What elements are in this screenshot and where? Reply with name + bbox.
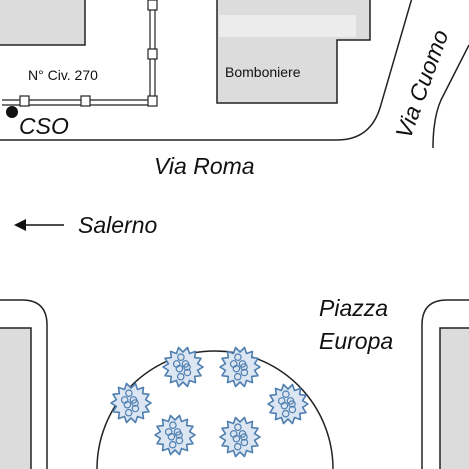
building-bomboniere-highlight bbox=[219, 15, 356, 37]
piazza-label-line1: Piazza bbox=[319, 295, 388, 321]
salerno-label: Salerno bbox=[78, 212, 157, 238]
tree-icon bbox=[162, 346, 204, 388]
bomboniere-label: Bomboniere bbox=[225, 64, 301, 80]
building-bottom-left bbox=[0, 327, 32, 469]
tree-icon bbox=[267, 383, 309, 425]
piazza-label-line2: Europa bbox=[319, 328, 393, 354]
building-top-left bbox=[0, 0, 86, 46]
via-roma-north-curb bbox=[0, 0, 413, 141]
tree-icon bbox=[110, 382, 152, 424]
building-bottom-right bbox=[439, 327, 469, 469]
arrow-left-icon bbox=[14, 219, 64, 231]
civic-number-label: N° Civ. 270 bbox=[28, 67, 98, 83]
tree-icon bbox=[219, 416, 261, 458]
sidewalk-south-right bbox=[421, 299, 469, 469]
cso-label: CSO bbox=[19, 113, 69, 139]
via-cuomo-east-curb bbox=[432, 44, 469, 149]
tree-icon bbox=[154, 414, 196, 456]
piazza-europa-circle bbox=[96, 350, 334, 469]
tree-icon bbox=[219, 346, 261, 388]
property-fence bbox=[2, 0, 158, 107]
sidewalk-south-left bbox=[0, 299, 48, 469]
location-dot-icon bbox=[6, 106, 18, 118]
via-cuomo-label: Via Cuomo bbox=[390, 26, 453, 142]
via-roma-label: Via Roma bbox=[154, 153, 255, 179]
